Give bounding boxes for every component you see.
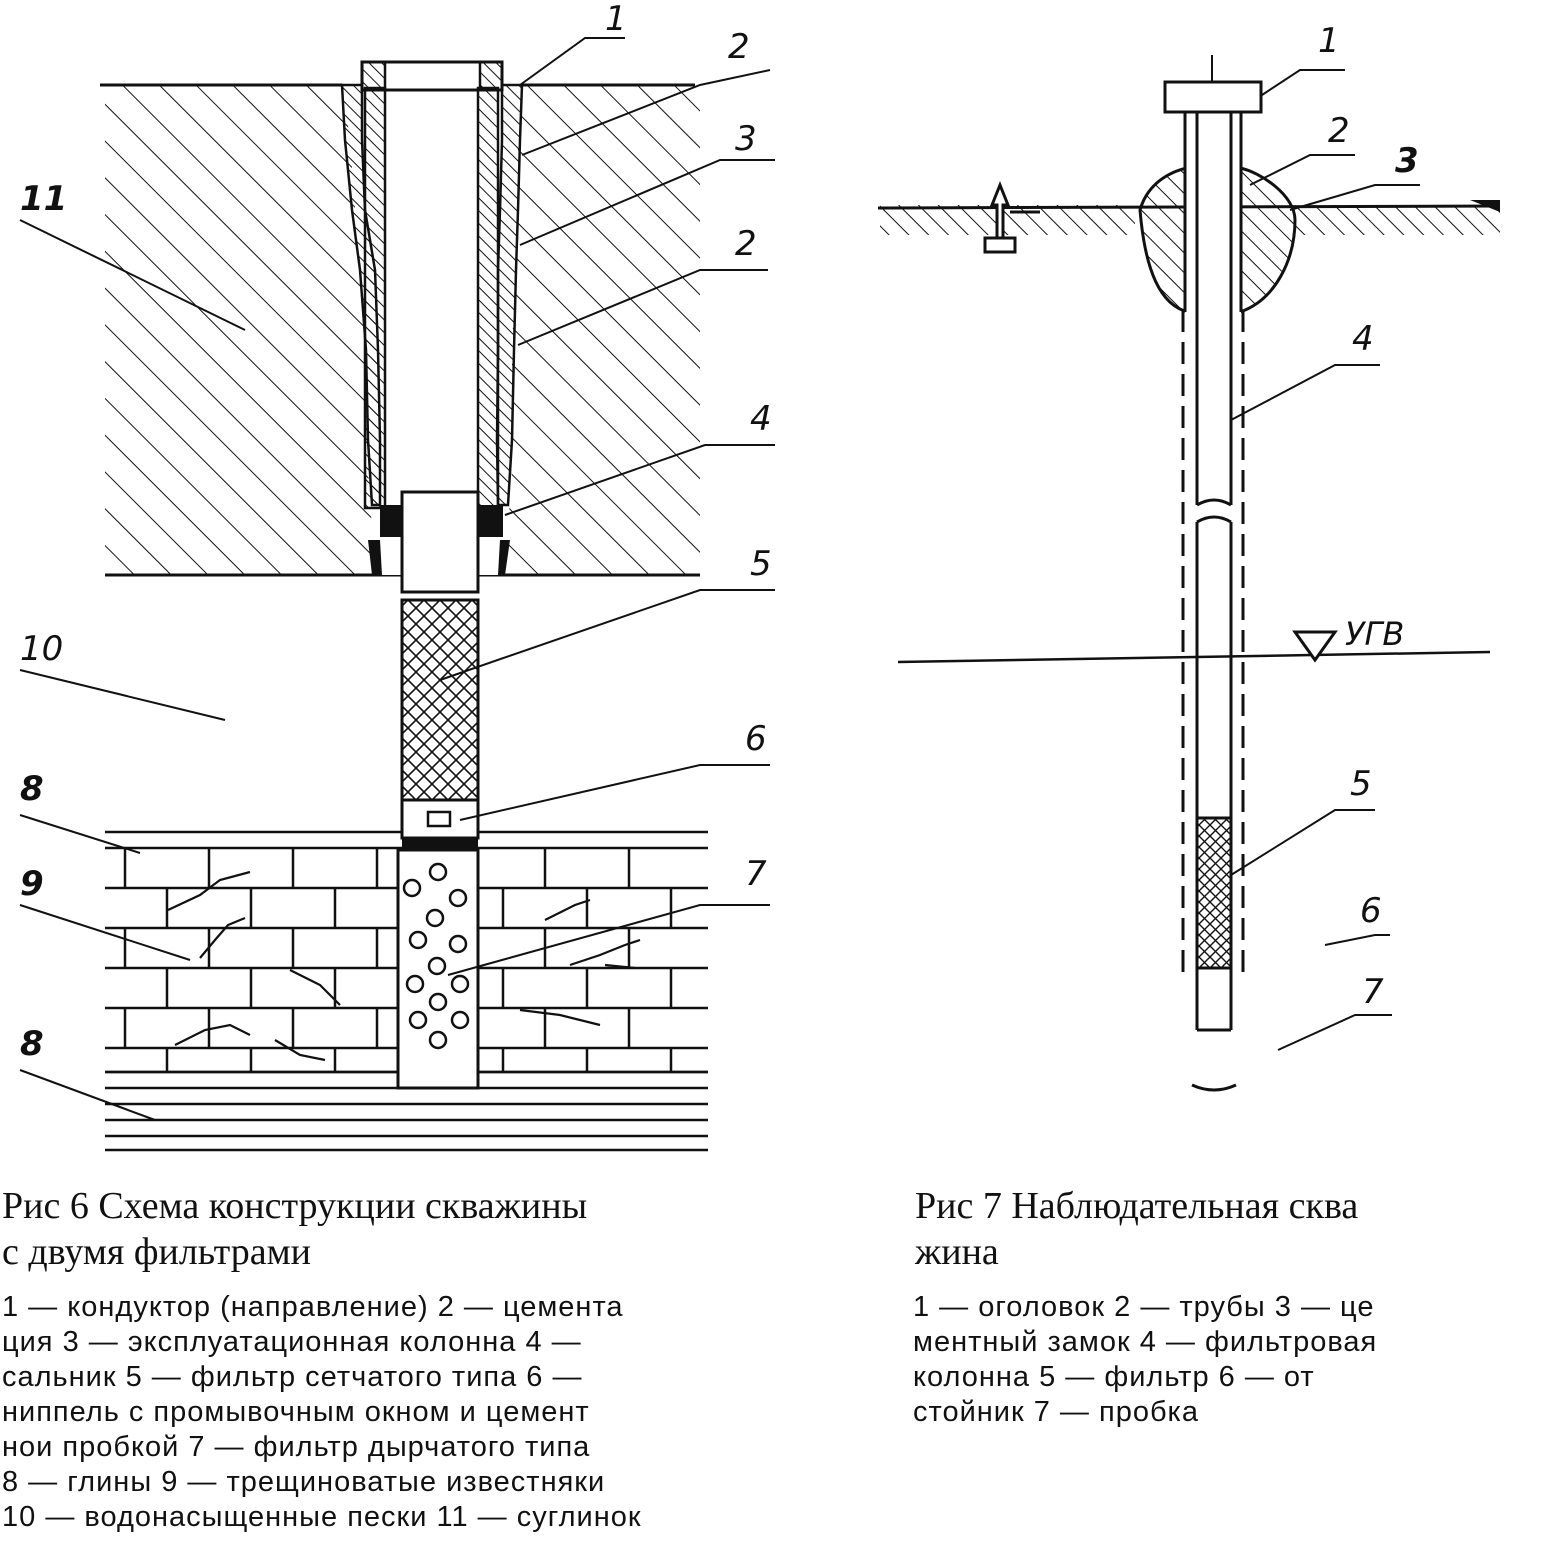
fig6-legend: 1 — кондуктор (направление) 2 — цемента … (2, 1290, 642, 1535)
fig7-label-1: 1 (1318, 21, 1340, 61)
fig7-caption-line: Рис 7 Наблюдательная сква (915, 1185, 1359, 1227)
fig7-legend-line: колонна 5 — фильтр 6 — от (913, 1361, 1315, 1393)
perforation-hole (428, 862, 448, 882)
fig6-caption: Рис 6 Схема конструкции скважины с двумя… (2, 1183, 587, 1275)
fig6-label-4: 4 (750, 399, 772, 439)
fig6-label-9: 9 (20, 864, 44, 904)
fig7-label-7: 7 (1362, 972, 1384, 1012)
perforation-hole (427, 956, 447, 976)
perforation-hole (428, 1030, 448, 1050)
fig6-label-2-cementation: 2 (728, 27, 750, 67)
fig6-legend-line: 10 — водонасыщенные пески 11 — суглинок (2, 1501, 642, 1533)
fig7-caption: Рис 7 Наблюдательная сква жина (915, 1183, 1358, 1275)
fig6-label-7: 7 (745, 854, 767, 894)
production-casing (363, 86, 500, 510)
limestone-cracks (167, 870, 641, 1062)
fig7-label-5: 5 (1350, 764, 1372, 804)
fig7-legend-line: ментный замок 4 — фильтровая (913, 1326, 1378, 1358)
benchmark-marker (983, 180, 1040, 254)
fig7-label-6: 6 (1360, 891, 1382, 931)
fig6-label-8-upper: 8 (20, 769, 44, 809)
fig6-caption-line: с двумя фильтрами (2, 1231, 311, 1273)
perforation-hole (450, 974, 470, 994)
conductor-pipe (360, 60, 504, 92)
borehole-walls (1181, 310, 1245, 975)
fig7-legend-line: стойник 7 — пробка (913, 1396, 1200, 1428)
perforation-hole (428, 992, 448, 1012)
fig6-well-diagram: 1 2 3 2 4 5 6 7 11 10 8 9 8 (19, 0, 775, 1152)
water-table-label: УГВ (1345, 615, 1404, 653)
filter-column (396, 490, 480, 1090)
fig6-legend-line: 8 — глины 9 — трещиноватые известняки (2, 1466, 606, 1498)
perforation-hole (408, 1010, 428, 1030)
fig6-label-11: 11 (20, 179, 67, 219)
loam-layer (100, 83, 700, 577)
fig7-caption-line: жина (915, 1231, 999, 1273)
perforation-hole (425, 908, 445, 928)
fig6-caption-line: Рис 6 Схема конструкции скважины (2, 1185, 588, 1227)
fig6-legend-line: 1 — кондуктор (направление) 2 — цемента (2, 1291, 624, 1323)
fig6-label-10: 10 (20, 629, 63, 669)
perforation-hole (402, 878, 422, 898)
clay-and-limestone (105, 830, 708, 1152)
fig6-label-2-lower: 2 (735, 224, 757, 264)
perforation-hole (448, 934, 468, 954)
groundwater-level: УГВ (897, 615, 1491, 664)
fig6-legend-line: нои пробкой 7 — фильтр дырчатого типа (2, 1431, 591, 1463)
fig6-leader-lines (19, 37, 775, 1121)
wellhead-cap (1163, 55, 1263, 114)
fig7-legend-line: 1 — оголовок 2 — трубы 3 — це (913, 1291, 1375, 1323)
fig6-label-8-lower: 8 (20, 1024, 44, 1064)
fig7-label-3: 3 (1395, 141, 1419, 181)
fig7-legend: 1 — оголовок 2 — трубы 3 — це ментный за… (913, 1290, 1377, 1430)
fig6-label-6: 6 (745, 719, 767, 759)
perforation-hole (450, 1010, 470, 1030)
fig6-legend-line: ция 3 — эксплуатационная колонна 4 — (2, 1326, 582, 1358)
fig6-legend-line: сальник 5 — фильтр сетчатого типа 6 — (2, 1361, 583, 1393)
fig6-label-5: 5 (750, 544, 772, 584)
fig6-legend-line: ниппель с промывочным окном и цемент (2, 1396, 590, 1428)
perforation-holes (402, 862, 470, 1050)
perforation-hole (408, 930, 428, 950)
fig6-label-3: 3 (735, 119, 757, 159)
perforation-hole (448, 888, 468, 908)
diagram-canvas: 1 2 3 2 4 5 6 7 11 10 8 9 8 (19, 0, 1501, 1152)
fig6-label-1: 1 (605, 0, 627, 39)
fig7-filter (1195, 816, 1233, 970)
fig7-leader-lines (1230, 69, 1420, 1051)
perforation-hole (405, 974, 425, 994)
limestone-bricks (105, 848, 708, 1074)
fig7-label-4: 4 (1352, 319, 1374, 359)
fig7-well-diagram: УГВ 1 2 3 4 5 6 7 (877, 21, 1501, 1092)
fig7-label-2: 2 (1328, 111, 1350, 151)
